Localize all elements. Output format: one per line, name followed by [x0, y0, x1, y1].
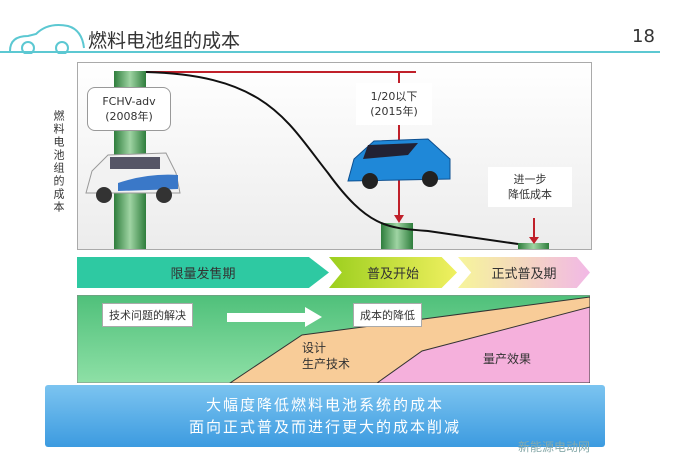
bar-future: [518, 243, 549, 249]
phase-label: 普及开始: [366, 267, 419, 282]
car-logo-icon: [9, 24, 85, 54]
page-number: 18: [632, 26, 655, 47]
watermark: 新能源电动网: [518, 440, 591, 454]
label-tech-solution: 技术问题的解决: [102, 303, 193, 327]
label-2015-ratio: 1/20以下: [370, 90, 418, 103]
phase-limited-sales: 限量发售期: [77, 257, 329, 288]
cost-factors-diagram: 技术问题的解决 成本的降低 设计生产技术 量产效果: [77, 295, 590, 383]
banner-line-1: 大幅度降低燃料电池系统的成本: [205, 396, 444, 414]
page-title: 燃料电池组的成本: [88, 30, 241, 52]
label-future-2: 降低成本: [508, 188, 552, 201]
header-divider: [0, 51, 660, 53]
label-cost-reduction: 成本的降低: [353, 303, 422, 327]
label-2008-model: FCHV-adv: [102, 95, 156, 108]
label-2008-year: (2008年): [105, 110, 153, 123]
phase-adoption-start: 普及开始: [329, 257, 457, 288]
phase-label: 正式普及期: [491, 267, 557, 282]
label-2015-year: (2015年): [370, 105, 418, 118]
label-production-tech: 生产技术: [302, 357, 351, 371]
factor-areas: [77, 295, 590, 383]
y-axis-label: 燃料电池组的成本: [52, 110, 65, 214]
phase-label: 限量发售期: [170, 267, 236, 282]
banner-line-2: 面向正式普及而进行更大的成本削减: [188, 418, 461, 436]
label-design: 设计: [302, 341, 327, 355]
label-mass-production: 量产效果: [483, 352, 532, 366]
cost-chart: FCHV-adv (2008年) 1/20以下 (2015年) 进一步 降低成本: [77, 62, 592, 250]
summary-banner: 大幅度降低燃料电池系统的成本 面向正式普及而进行更大的成本削减: [45, 385, 605, 447]
cost-curve: [85, 71, 539, 245]
suv-car-icon: [85, 152, 181, 203]
label-future-1: 进一步: [513, 173, 547, 186]
phase-full-adoption: 正式普及期: [458, 257, 590, 288]
sedan-car-icon: [347, 138, 451, 189]
